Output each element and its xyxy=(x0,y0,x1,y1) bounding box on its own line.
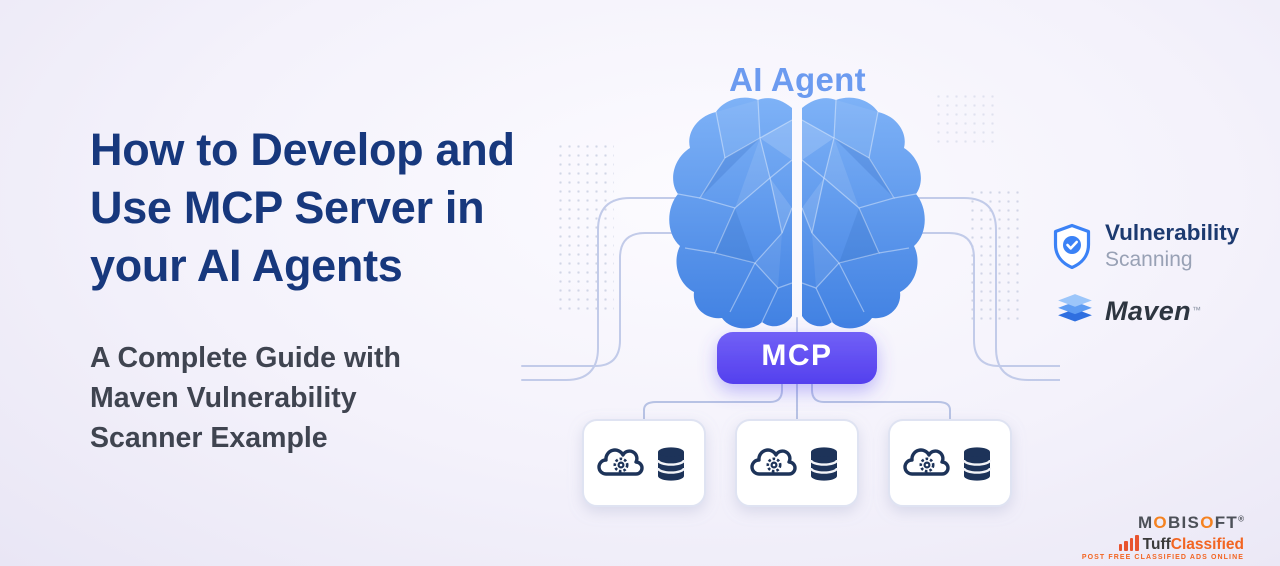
shield-check-icon xyxy=(1053,223,1091,269)
footer-logos: MOBISOFT® TuffClassified Post Free Class… xyxy=(1081,513,1244,561)
headline-line: How to Develop and xyxy=(90,124,515,175)
connector-traces xyxy=(521,197,1060,381)
bars-icon xyxy=(1118,535,1139,552)
subheadline-line: A Complete Guide with xyxy=(90,342,401,374)
subheadline-line: Scanner Example xyxy=(90,422,328,455)
mcp-label: MCP xyxy=(761,339,832,372)
tuffclassified-logo: TuffClassified xyxy=(1082,535,1244,552)
data-source-box-1 xyxy=(583,420,705,506)
mcp-architecture-diagram: MCP xyxy=(521,97,1060,528)
mobisoft-logo: MOBISOFT® xyxy=(1082,513,1244,533)
data-source-box-3 xyxy=(889,420,1011,506)
layer-stack-icon xyxy=(1058,294,1092,322)
registered-mark: ® xyxy=(1238,514,1244,524)
mobisoft-part-o: O xyxy=(1153,513,1168,533)
brain-right-hemisphere xyxy=(801,97,926,330)
mcp-badge xyxy=(717,332,877,384)
subheadline: A Complete Guide with Maven Vulnerabilit… xyxy=(90,338,510,459)
data-source-box-2 xyxy=(736,420,858,506)
ai-agent-label: AI Agent xyxy=(729,61,866,98)
maven-wordmark: Maven™ xyxy=(1105,296,1201,327)
mcp-connectors xyxy=(643,383,951,421)
dot-grid-top xyxy=(934,92,1000,148)
tuff-text: Tuff xyxy=(1142,535,1171,553)
vulnerability-line2: Scanning xyxy=(1105,248,1193,272)
mobisoft-part: BIS xyxy=(1167,513,1201,533)
vulnerability-badge: Vulnerability Scanning xyxy=(1052,219,1239,272)
mobisoft-part: FT xyxy=(1214,513,1239,533)
brain-icon xyxy=(668,97,926,330)
dot-grid-left xyxy=(556,142,614,310)
headline-line: your AI Agents xyxy=(90,240,403,292)
mobisoft-part-o: O xyxy=(1200,513,1215,533)
maven-trademark: ™ xyxy=(1192,305,1202,316)
tuffclassified-tagline: Post Free Classified Ads Online xyxy=(1081,554,1244,561)
dot-grid-right xyxy=(968,188,1020,320)
brain-left-hemisphere xyxy=(668,97,793,330)
classified-text: Classified xyxy=(1170,535,1244,553)
subheadline-line: Maven Vulnerability xyxy=(90,382,357,415)
headline: How to Develop and Use MCP Server in you… xyxy=(90,121,610,295)
mobisoft-part: M xyxy=(1137,513,1154,533)
vulnerability-line1: Vulnerability xyxy=(1105,220,1240,245)
headline-line: Use MCP Server in xyxy=(90,182,485,234)
tuffclassified-wordmark: TuffClassified xyxy=(1142,535,1244,553)
vulnerability-text: Vulnerability Scanning xyxy=(1105,219,1239,272)
maven-label: Maven xyxy=(1105,295,1192,326)
maven-badge: Maven™ xyxy=(1056,294,1201,328)
